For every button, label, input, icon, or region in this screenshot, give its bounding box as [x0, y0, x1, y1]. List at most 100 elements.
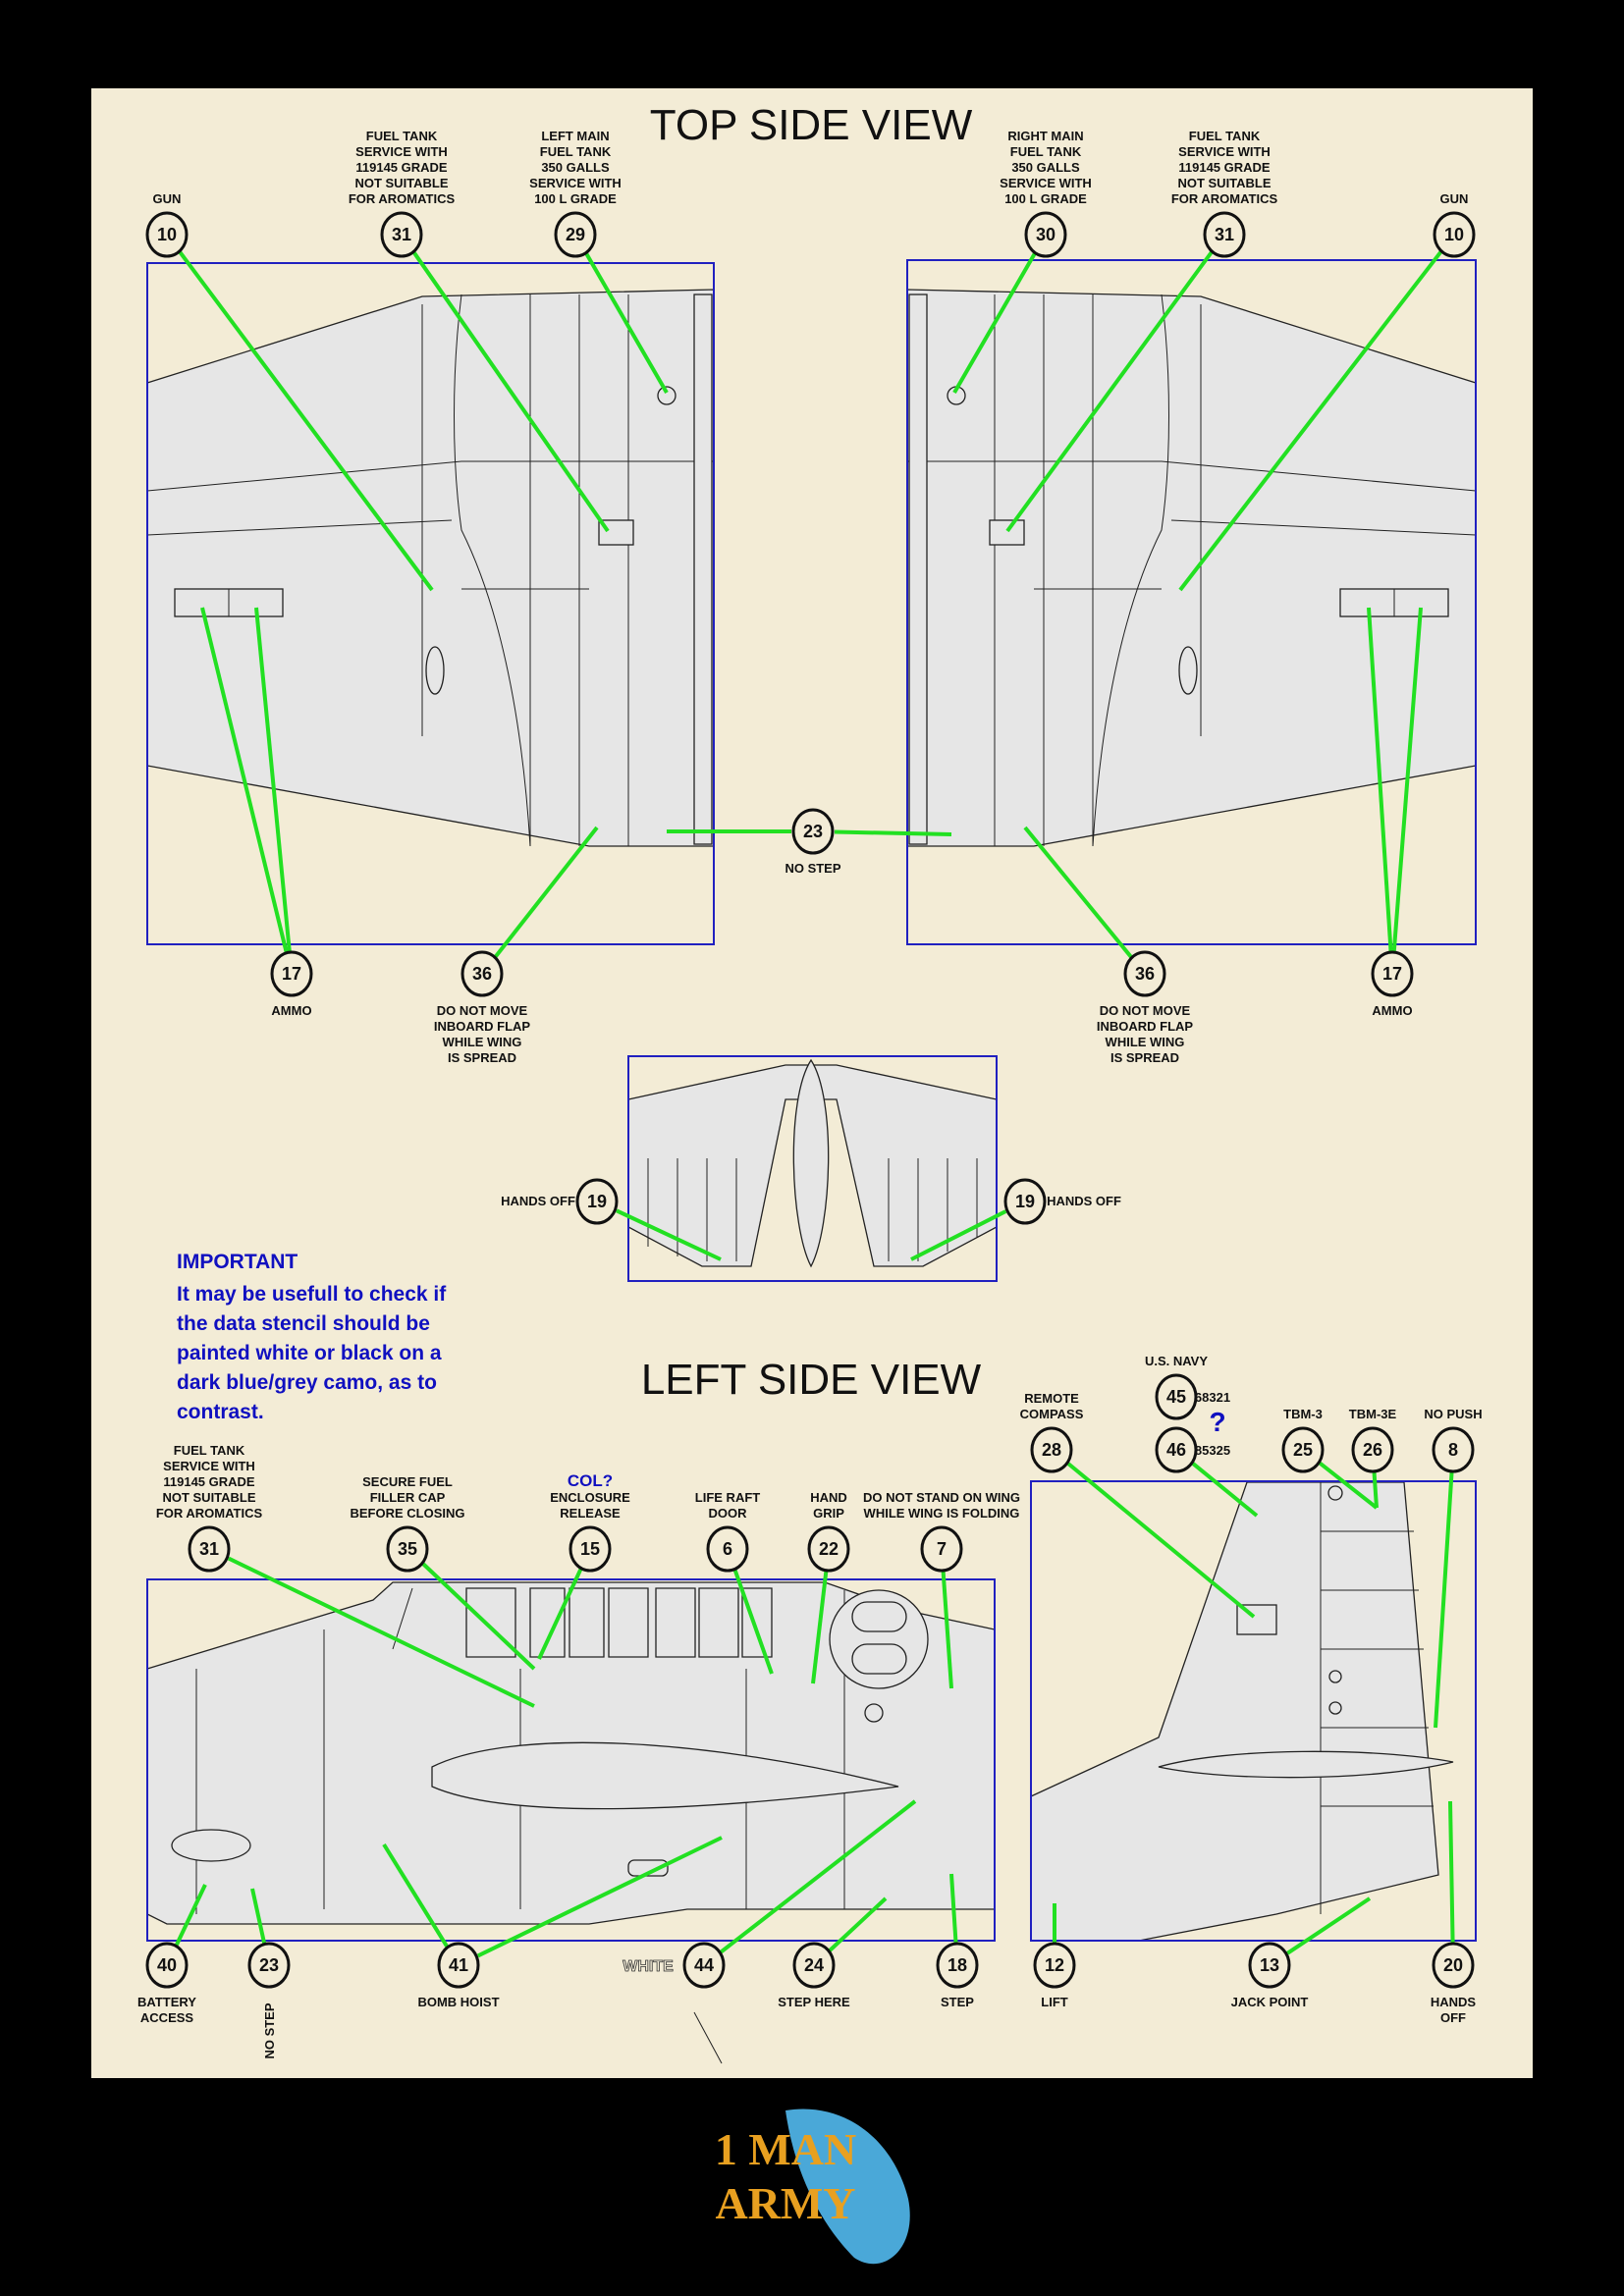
top-left-wing-drawing [146, 262, 715, 945]
leader-line [200, 607, 289, 954]
leader-line [1023, 826, 1133, 959]
callout-circle [936, 1942, 979, 1989]
callout-label: SERVICE WITH [355, 144, 448, 159]
question-mark-note: ? [1209, 1407, 1225, 1437]
callout-circle [1433, 211, 1476, 258]
leader-line [1367, 607, 1393, 953]
leader-line [494, 826, 599, 958]
callout-label: LIFT [1041, 1995, 1067, 2009]
callout-number: 29 [566, 225, 585, 244]
leader-line [941, 1570, 953, 1689]
leader-line [1066, 1462, 1256, 1619]
callout-circle [792, 1942, 836, 1989]
callout-label: LIFE RAFT [695, 1490, 760, 1505]
callout-number: 40 [157, 1955, 177, 1975]
leader-line [616, 1208, 722, 1261]
callout-label: NO STEP [785, 861, 840, 876]
callout-circle [1024, 211, 1067, 258]
callout-label: 119145 GRADE [355, 160, 448, 175]
callout-label: IS SPREAD [1110, 1050, 1179, 1065]
callout-label: NOT SUITABLE [1177, 176, 1271, 190]
leader-line [720, 1799, 917, 1954]
callout-label: FILLER CAP [370, 1490, 446, 1505]
callout-label: 350 GALLS [1011, 160, 1080, 175]
callout-circle [1155, 1373, 1198, 1420]
callout-circle [1003, 1178, 1047, 1225]
callout-label: HAND [810, 1490, 847, 1505]
callout-label: 119145 GRADE [1178, 160, 1271, 175]
title-top-side-view: TOP SIDE VIEW [650, 101, 973, 149]
leader-line [811, 1570, 829, 1684]
leader-line [411, 250, 610, 533]
leader-line [1286, 1896, 1372, 1955]
callout-label: IS SPREAD [448, 1050, 516, 1065]
callout-label: AMMO [271, 1003, 311, 1018]
callout-number: 26 [1363, 1440, 1382, 1460]
callout-number: 44 [694, 1955, 714, 1975]
leader-line [584, 252, 669, 395]
callout-circle [1432, 1942, 1475, 1989]
callout-circle [791, 808, 835, 855]
callout-label: NO STEP [262, 2002, 277, 2058]
important-line: It may be usefull to check if [177, 1283, 447, 1306]
callout-label: SERVICE WITH [529, 176, 622, 190]
callout-number: 13 [1260, 1955, 1279, 1975]
callout-label: RELEASE [560, 1506, 621, 1521]
callout-number: 19 [1015, 1192, 1035, 1211]
callout-label: BOMB HOIST [417, 1995, 499, 2009]
leader-line [1191, 1462, 1259, 1518]
callout-44: 44 [682, 1799, 917, 1989]
folded-wing-side-drawing [1030, 1480, 1477, 1942]
callout-circle [1371, 950, 1414, 997]
callout-number: 46 [1166, 1440, 1186, 1460]
callout-label: COMPASS [1020, 1407, 1084, 1421]
logo-line-2: ARMY [715, 2178, 855, 2228]
callout-number: 22 [819, 1539, 839, 1559]
callout-circle [807, 1525, 850, 1573]
callout-circle [460, 950, 504, 997]
callout-circle [682, 1942, 726, 1989]
leader-line [178, 250, 434, 592]
leader-line [174, 1884, 207, 1947]
leader-line [476, 1836, 723, 1958]
callout-label: TBM-3E [1349, 1407, 1397, 1421]
callout-number: 10 [1444, 225, 1464, 244]
leader-line [1319, 1462, 1379, 1510]
callout-circle [380, 211, 423, 258]
callout-label: 100 L GRADE [534, 191, 617, 206]
callout-label: TBM-3 [1283, 1407, 1323, 1421]
callout-circle [1281, 1426, 1325, 1473]
callout-number: 35 [398, 1539, 417, 1559]
callout-label: REMOTE [1024, 1391, 1079, 1406]
callout-number: 17 [1382, 964, 1402, 984]
life-raft-hatch [829, 1589, 929, 1689]
callout-label: DO NOT STAND ON WING [863, 1490, 1020, 1505]
callout-label: FUEL TANK [540, 144, 612, 159]
serial-46-text: 85325 [1195, 1443, 1230, 1458]
callout-label: FUEL TANK [366, 129, 438, 143]
callout-circle [575, 1178, 619, 1225]
callout-circle [1033, 1942, 1076, 1989]
callout-label: FUEL TANK [174, 1443, 245, 1458]
callout-label: NOT SUITABLE [354, 176, 448, 190]
callout-number: 6 [723, 1539, 732, 1559]
callout-number: 31 [1215, 225, 1234, 244]
callout-number: 36 [1135, 964, 1155, 984]
one-man-army-logo: 1 MAN ARMY [715, 2109, 910, 2265]
